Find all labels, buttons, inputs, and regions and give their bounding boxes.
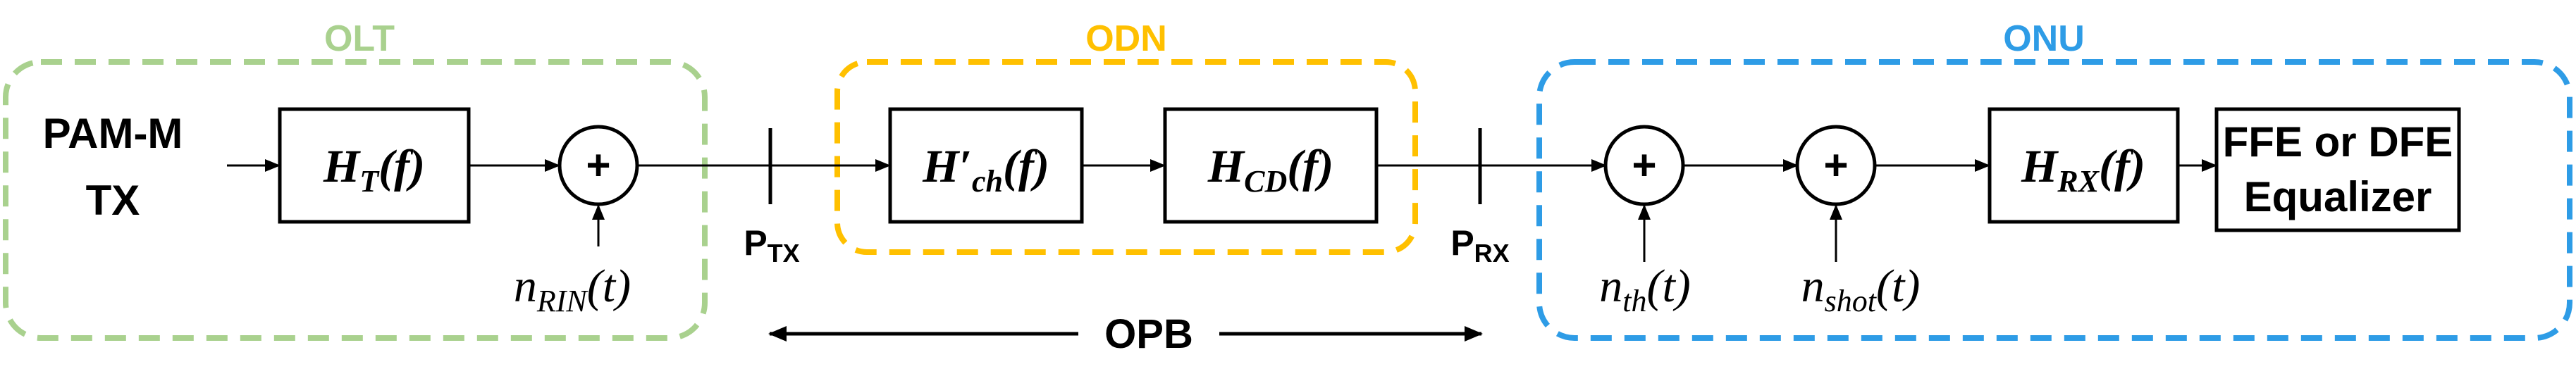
hrx-block-label: HRX(f) [2021,141,2145,199]
svg-text:+: + [586,142,610,189]
prx-label: PRX [1450,223,1509,268]
noise-shot-label: nshot(t) [1801,261,1921,318]
onu-group-label: ONU [2003,18,2085,59]
hch-block [888,107,1084,224]
noise-thermal-label: nth(t) [1599,261,1691,318]
odn-group-box [834,59,1418,255]
hcd-block [1163,107,1379,224]
adder-thermal: + [1603,125,1685,206]
adder-shot: + [1795,125,1877,206]
equalizer-label-line2: Equalizer [2244,173,2432,220]
ht-block-label: HT(f) [323,141,425,199]
hcd-block-label: HCD(f) [1207,141,1333,199]
hrx-block [1988,107,2180,224]
opb-label: OPB [1104,311,1193,357]
svg-text:+: + [1632,142,1656,189]
odn-group-label: ODN [1085,18,1167,59]
ht-block [278,107,471,224]
hch-block-label: H′ch(f) [922,141,1049,199]
source-label-line1: PAM-M [43,110,183,157]
ptx-label: PTX [744,223,799,268]
olt-group-box [3,59,708,341]
svg-text:+: + [1823,142,1848,189]
noise-arrows [592,204,1842,262]
source-label-line2: TX [86,177,140,224]
olt-group-label: OLT [324,18,395,59]
equalizer-label-line1: FFE or DFE [2223,118,2453,165]
adder-rin: + [557,125,639,206]
onu-group-box [1536,59,2572,341]
equalizer-block [2214,107,2461,232]
noise-rin-label: nRIN(t) [514,261,631,318]
